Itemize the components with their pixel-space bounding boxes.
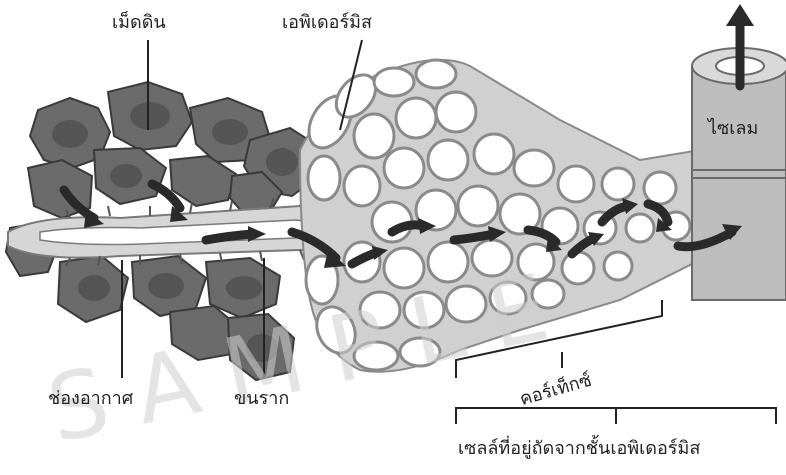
cortex-cell xyxy=(428,140,468,180)
cortex-cell xyxy=(558,166,594,202)
cortex-cell xyxy=(644,172,676,204)
cortex-cell xyxy=(458,186,498,226)
cortex-cell xyxy=(626,214,654,242)
arrow xyxy=(454,234,494,240)
cortex-cell xyxy=(474,134,514,174)
epidermis-cell xyxy=(374,68,414,96)
label-air-space: ช่องอากาศ xyxy=(48,388,134,409)
label-xylem: ไซเลม xyxy=(706,117,758,139)
cortex-cell xyxy=(436,92,476,132)
cortex-cell xyxy=(384,148,424,188)
cortex-cell xyxy=(396,98,436,138)
soil-particle xyxy=(170,156,236,206)
epidermis-cell xyxy=(308,156,340,200)
cortex-cell xyxy=(354,114,394,158)
arrow xyxy=(206,234,252,240)
cortex-cell xyxy=(602,168,634,200)
label-inner-cells: เซลล์ที่อยู่ถัดจากชั้นเอพิเดอร์มิส xyxy=(458,435,700,459)
label-epidermis: เอพิเดอร์มิส xyxy=(282,12,372,33)
epidermis-cell xyxy=(416,60,456,88)
cortex-cell xyxy=(344,166,380,206)
cortex-cell xyxy=(514,150,554,186)
label-cortex: คอร์เท็กซ์ xyxy=(517,368,594,410)
label-soil-particle: เม็ดดิน xyxy=(112,10,166,33)
cortex-cell xyxy=(604,252,632,280)
label-root-hair: ขนราก xyxy=(234,388,289,409)
